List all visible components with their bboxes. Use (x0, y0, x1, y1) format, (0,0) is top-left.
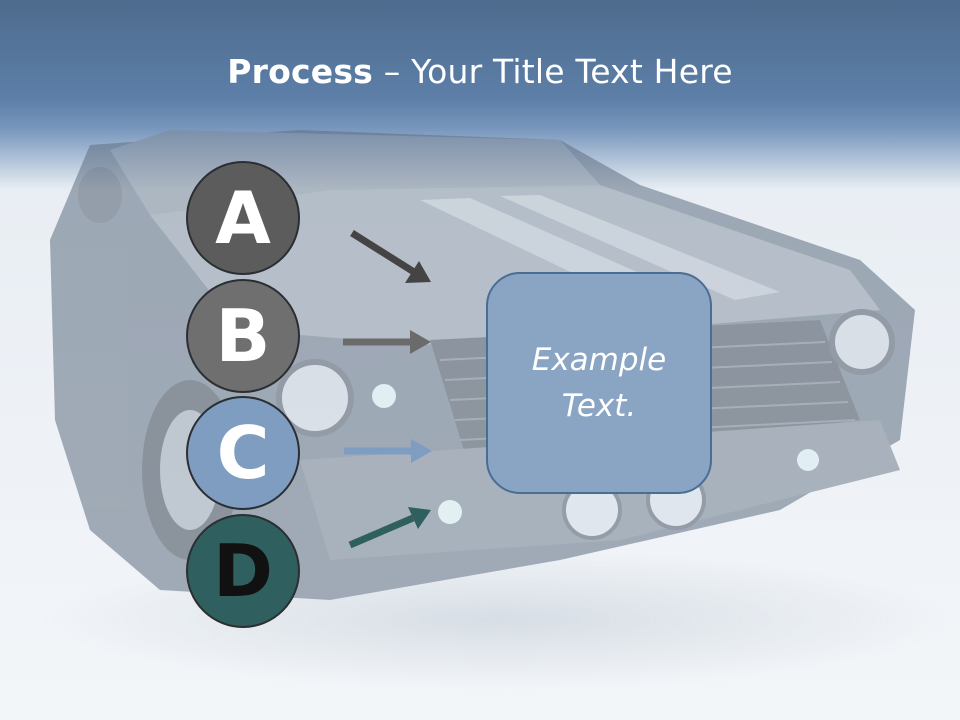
arrow-c-icon (344, 439, 432, 463)
arrow-a-icon (350, 230, 431, 283)
title-rest: – Your Title Text Here (373, 52, 733, 91)
arrow-b-icon (343, 330, 431, 354)
title-bold: Process (227, 52, 374, 91)
step-circle-c: C (186, 396, 300, 510)
step-circle-d: D (186, 514, 300, 628)
example-text: Example Text. (531, 341, 667, 425)
step-letter-a: A (215, 176, 271, 260)
arrow-d-icon (348, 507, 431, 549)
step-letter-b: B (215, 294, 271, 378)
step-circle-b: B (186, 279, 300, 393)
example-text-box: Example Text. (486, 272, 712, 494)
slide-title: Process – Your Title Text Here (0, 52, 960, 91)
step-letter-c: C (216, 411, 270, 495)
step-letter-d: D (213, 529, 273, 613)
step-circle-a: A (186, 161, 300, 275)
